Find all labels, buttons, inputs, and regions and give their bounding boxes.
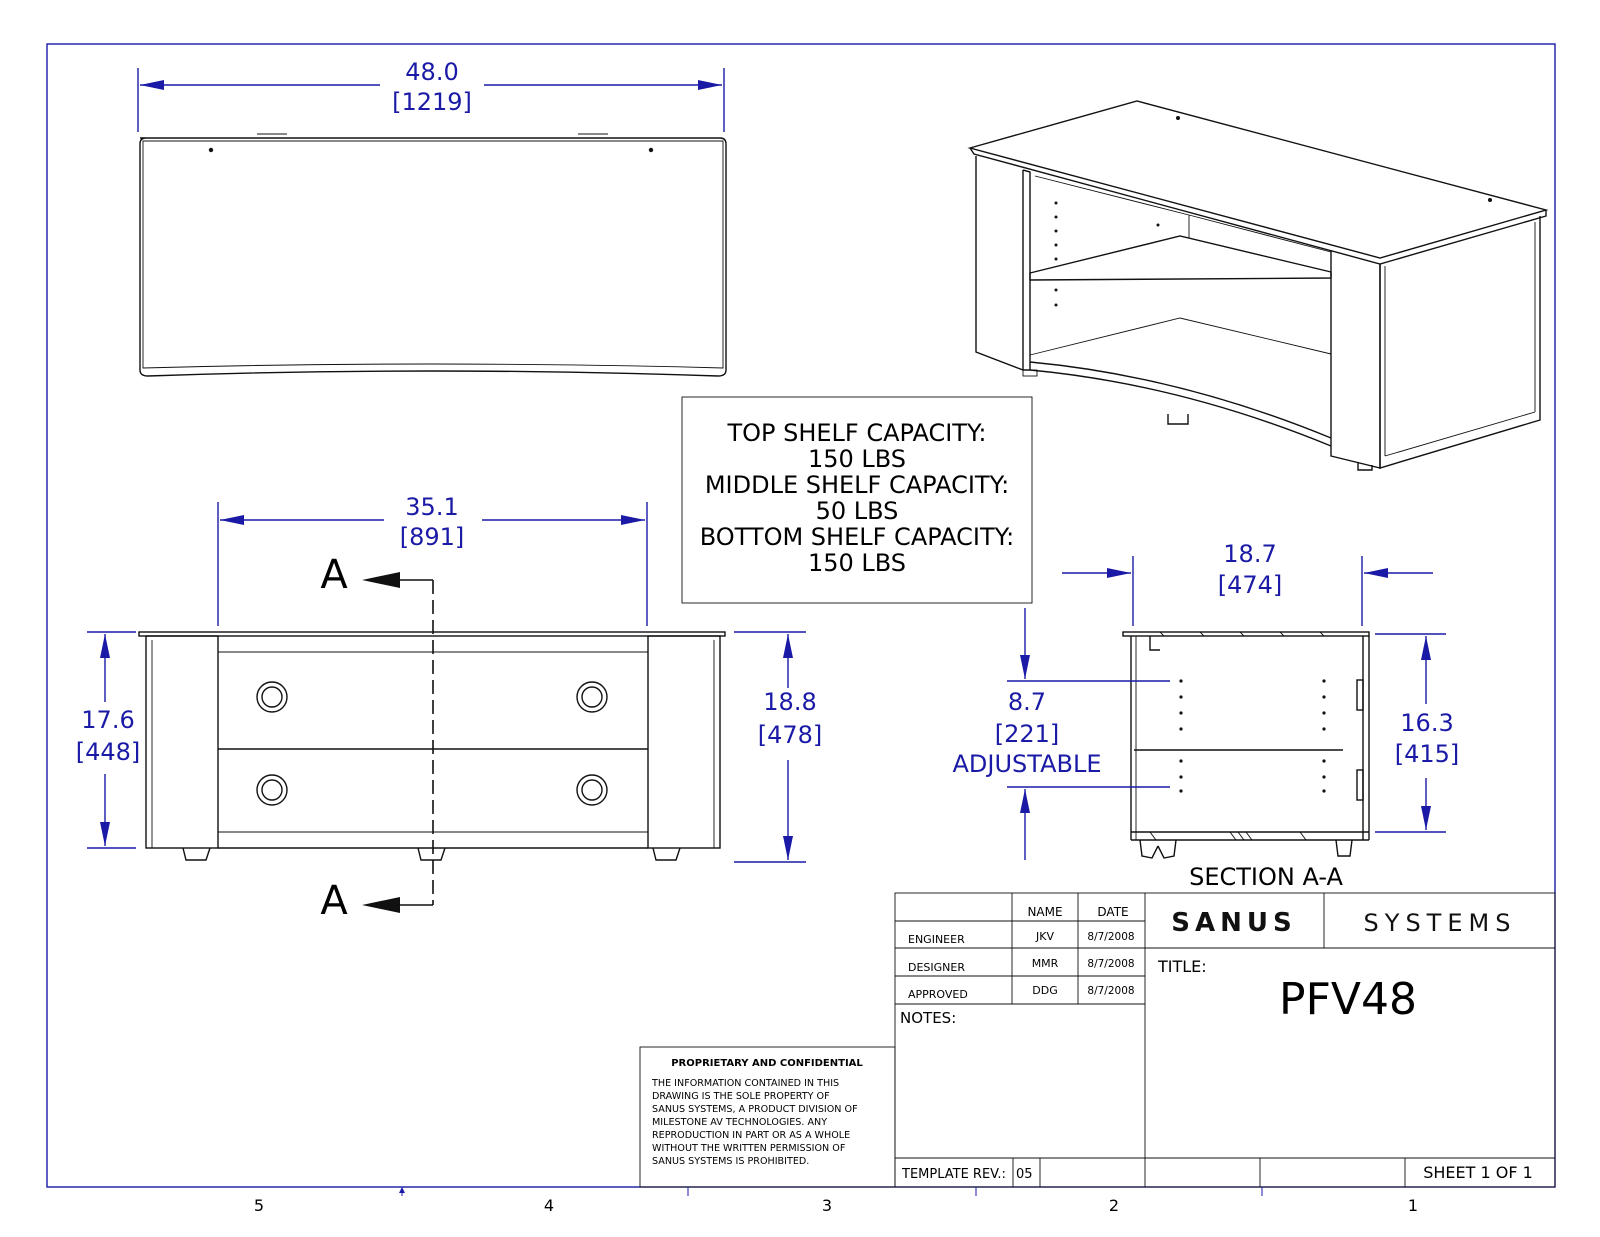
front-width-mm: [891] (400, 523, 465, 551)
zone-marks: 5 4 3 2 1 (254, 1187, 1418, 1215)
notes-label: NOTES: (900, 1009, 956, 1027)
front-height-inch: 17.6 (81, 706, 134, 734)
depth-inch: 18.7 (1223, 540, 1276, 568)
name-designer: MMR (1032, 957, 1059, 970)
top-width-inch: 48.0 (405, 58, 458, 86)
proprietary-line: THE INFORMATION CONTAINED IN THIS (651, 1078, 839, 1089)
dimension-front-height: 17.6 [448] (76, 631, 141, 849)
section-marker-top: A (320, 552, 348, 598)
proprietary-line: SANUS SYSTEMS, A PRODUCT DIVISION OF (652, 1104, 858, 1115)
proprietary-line: WITHOUT THE WRITTEN PERMISSION OF (652, 1143, 845, 1154)
drawing-title: PFV48 (1279, 974, 1417, 1025)
proprietary-line: DRAWING IS THE SOLE PROPERTY OF (652, 1091, 830, 1102)
dimension-shelf-spacing: 8.7 [221] ADJUSTABLE (953, 608, 1170, 860)
dimension-depth: 18.7 [474] (1062, 540, 1433, 626)
section-marker-bottom: A (320, 878, 348, 924)
top-capacity-value: 150 LBS (808, 445, 906, 473)
name-engineer: JKV (1035, 930, 1054, 943)
template-rev-label: TEMPLATE REV.: (901, 1167, 1006, 1182)
role-approved: APPROVED (908, 988, 968, 1001)
middle-capacity-label: MIDDLE SHELF CAPACITY: (705, 471, 1009, 499)
section-view: SECTION A-A (1122, 631, 1370, 891)
dimension-top-width: 48.0 [1219] (137, 58, 725, 132)
col-name-header: NAME (1027, 905, 1062, 919)
name-approved: DDG (1032, 984, 1057, 997)
brand-logo-light: SYSTEMS (1364, 909, 1517, 937)
title-block: NAME DATE ENGINEER JKV 8/7/2008 DESIGNER… (894, 892, 1556, 1188)
overall-height-mm: [478] (758, 721, 823, 749)
middle-capacity-value: 50 LBS (816, 497, 899, 525)
front-view (138, 631, 726, 861)
proprietary-line: SANUS SYSTEMS IS PROHIBITED. (652, 1156, 809, 1167)
zone-label: 4 (544, 1196, 554, 1215)
title-label: TITLE: (1157, 957, 1207, 976)
top-capacity-label: TOP SHELF CAPACITY: (726, 419, 986, 447)
section-cut-line: A A (320, 552, 434, 924)
zone-label: 1 (1408, 1196, 1418, 1215)
shelf-spacing-inch: 8.7 (1008, 688, 1046, 716)
template-rev-value: 05 (1016, 1167, 1033, 1182)
role-engineer: ENGINEER (908, 933, 965, 946)
depth-mm: [474] (1218, 571, 1283, 599)
top-width-mm: [1219] (392, 88, 472, 116)
proprietary-notice: PROPRIETARY AND CONFIDENTIAL THE INFORMA… (639, 1046, 896, 1188)
overall-height-inch: 18.8 (763, 688, 816, 716)
dimension-overall-height: 18.8 [478] (734, 631, 823, 863)
shelf-spacing-mm: [221] (995, 720, 1060, 748)
date-approved: 8/7/2008 (1087, 985, 1134, 997)
bottom-capacity-value: 150 LBS (808, 549, 906, 577)
front-height-mm: [448] (76, 738, 141, 766)
front-width-inch: 35.1 (405, 493, 458, 521)
role-designer: DESIGNER (908, 961, 965, 974)
zone-label: 5 (254, 1196, 264, 1215)
side-height-inch: 16.3 (1400, 709, 1453, 737)
section-label: SECTION A-A (1189, 863, 1343, 891)
bottom-capacity-label: BOTTOM SHELF CAPACITY: (700, 523, 1014, 551)
zone-label: 2 (1109, 1196, 1119, 1215)
sheet-number: SHEET 1 OF 1 (1423, 1163, 1533, 1182)
date-designer: 8/7/2008 (1087, 958, 1134, 970)
isometric-view (967, 100, 1549, 471)
top-view (139, 133, 727, 377)
shelf-spacing-note: ADJUSTABLE (953, 750, 1102, 778)
capacity-box: TOP SHELF CAPACITY: 150 LBS MIDDLE SHELF… (681, 396, 1033, 604)
col-date-header: DATE (1097, 905, 1128, 919)
proprietary-heading: PROPRIETARY AND CONFIDENTIAL (671, 1058, 863, 1069)
date-engineer: 8/7/2008 (1087, 931, 1134, 943)
zone-label: 3 (822, 1196, 832, 1215)
dimension-front-width: 35.1 [891] (217, 493, 648, 626)
side-height-mm: [415] (1395, 740, 1460, 768)
brand-logo-bold: SANUS (1171, 908, 1296, 938)
dimension-side-height: 16.3 [415] (1375, 633, 1460, 833)
proprietary-line: REPRODUCTION IN PART OR AS A WHOLE (652, 1130, 850, 1141)
proprietary-line: MILESTONE AV TECHNOLOGIES. ANY (652, 1117, 827, 1128)
